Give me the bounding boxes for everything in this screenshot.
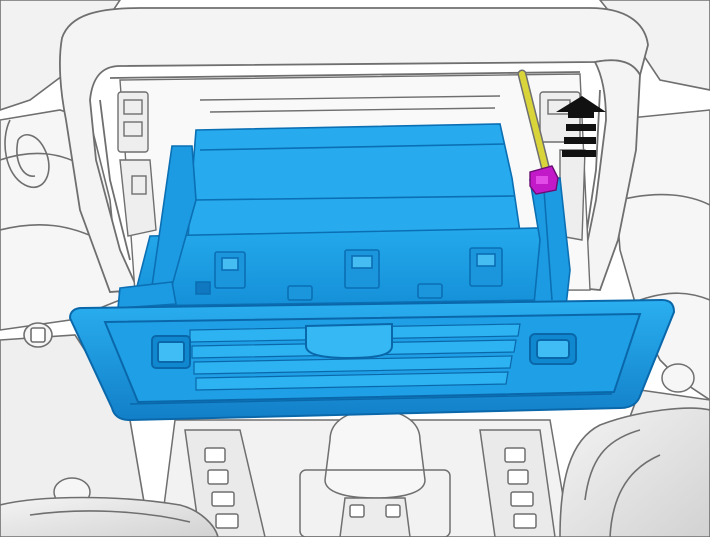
frame-inner-edge-3 — [583, 89, 601, 251]
dash-left-lower — [0, 334, 151, 537]
vent-left-control — [151, 335, 191, 369]
frame-inner-edge-2 — [99, 99, 131, 261]
right-seat — [559, 407, 710, 537]
vent-center-knob — [305, 322, 393, 360]
vent-right-control — [529, 333, 577, 365]
frame-inner-edge — [109, 71, 581, 79]
left-switch-stack — [204, 447, 239, 529]
left-mount-bracket — [117, 91, 157, 237]
shifter-bezel — [299, 469, 451, 537]
right-switch-stack — [504, 447, 537, 529]
gear-shifter — [324, 409, 426, 537]
dash-right-contour-2 — [639, 292, 710, 301]
vent-housing — [117, 123, 571, 309]
vent-opening-frame — [59, 7, 649, 293]
arrow-up-icon — [556, 96, 606, 157]
steering-column-detail — [4, 119, 53, 348]
wiring-harness — [517, 69, 551, 175]
vent-louvers — [189, 323, 521, 391]
console-knob-right — [661, 363, 695, 393]
electrical-connector — [529, 165, 559, 195]
housing-top — [187, 123, 521, 239]
bezel-lower-lip — [129, 393, 613, 405]
housing-right-rib — [543, 189, 553, 301]
frame-right-leg — [576, 59, 641, 291]
housing-left-stub — [117, 281, 177, 309]
housing-top-ridge-2 — [193, 195, 515, 201]
vent-bezel — [68, 298, 676, 422]
housing-left-tab — [195, 281, 211, 295]
center-console — [53, 363, 695, 537]
housing-top-ridge — [199, 143, 506, 151]
housing-clips — [214, 247, 503, 301]
left-seat — [0, 496, 219, 537]
dash-right-contour — [619, 193, 710, 206]
